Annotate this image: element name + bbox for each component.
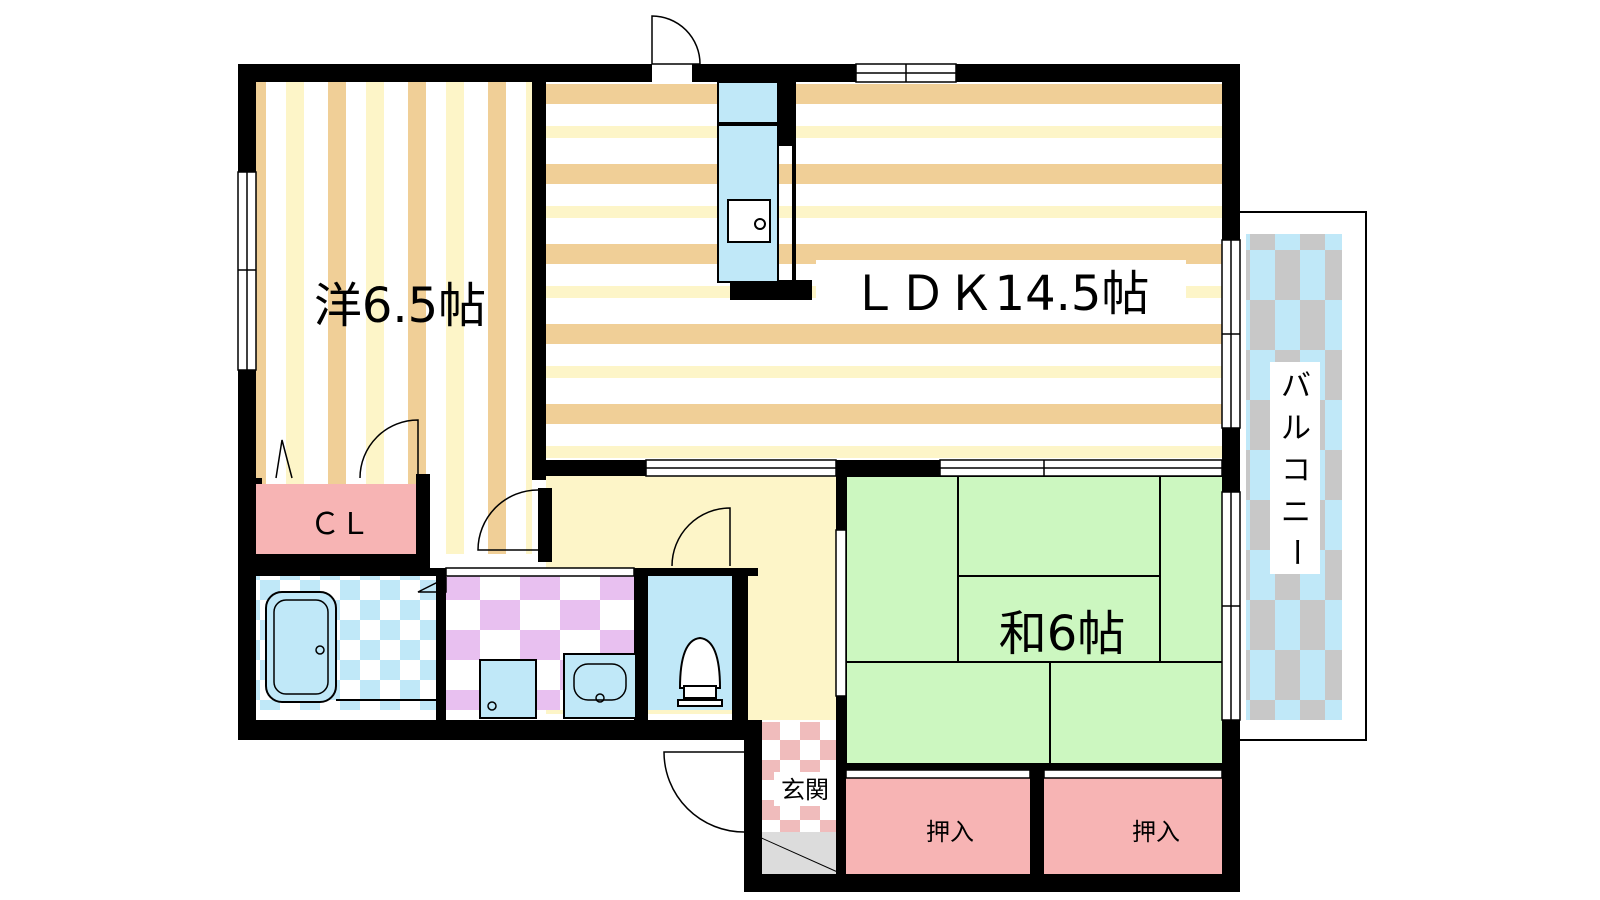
storage-right-label: 押入 [1132, 818, 1180, 846]
balcony-label-char: バ [1281, 369, 1311, 404]
ldk-label: ＬＤＫ14.5帖 [851, 266, 1150, 322]
balcony-label-char: ー [1278, 537, 1313, 567]
balcony-label-char: ニ [1281, 495, 1311, 530]
closet-floor [252, 484, 416, 556]
entrance-label: 玄関 [781, 776, 829, 804]
bathtub [265, 591, 436, 703]
storage-left-floor [846, 774, 1030, 874]
balcony-label-char: コ [1281, 453, 1311, 488]
hallway-floor-lower [732, 560, 836, 720]
balcony-label-bg [1270, 362, 1320, 574]
closet-label: ＣＬ [310, 507, 370, 542]
washing-machine [479, 659, 537, 719]
japanese-room-label: 和6帖 [999, 606, 1126, 662]
washbasin [563, 653, 637, 719]
ldk-label-bg [816, 260, 1186, 322]
windows [237, 63, 1241, 779]
toilet [677, 636, 723, 707]
storage-left-label: 押入 [926, 818, 974, 846]
storage-right-floor [1044, 774, 1222, 874]
kitchen-counter [717, 81, 796, 283]
entrance-label-bg [774, 772, 836, 806]
balcony-label-char: ル [1281, 411, 1311, 446]
western-room-floor [252, 82, 532, 554]
doors [275, 15, 745, 833]
western-room-label: 洋6.5帖 [314, 278, 486, 334]
